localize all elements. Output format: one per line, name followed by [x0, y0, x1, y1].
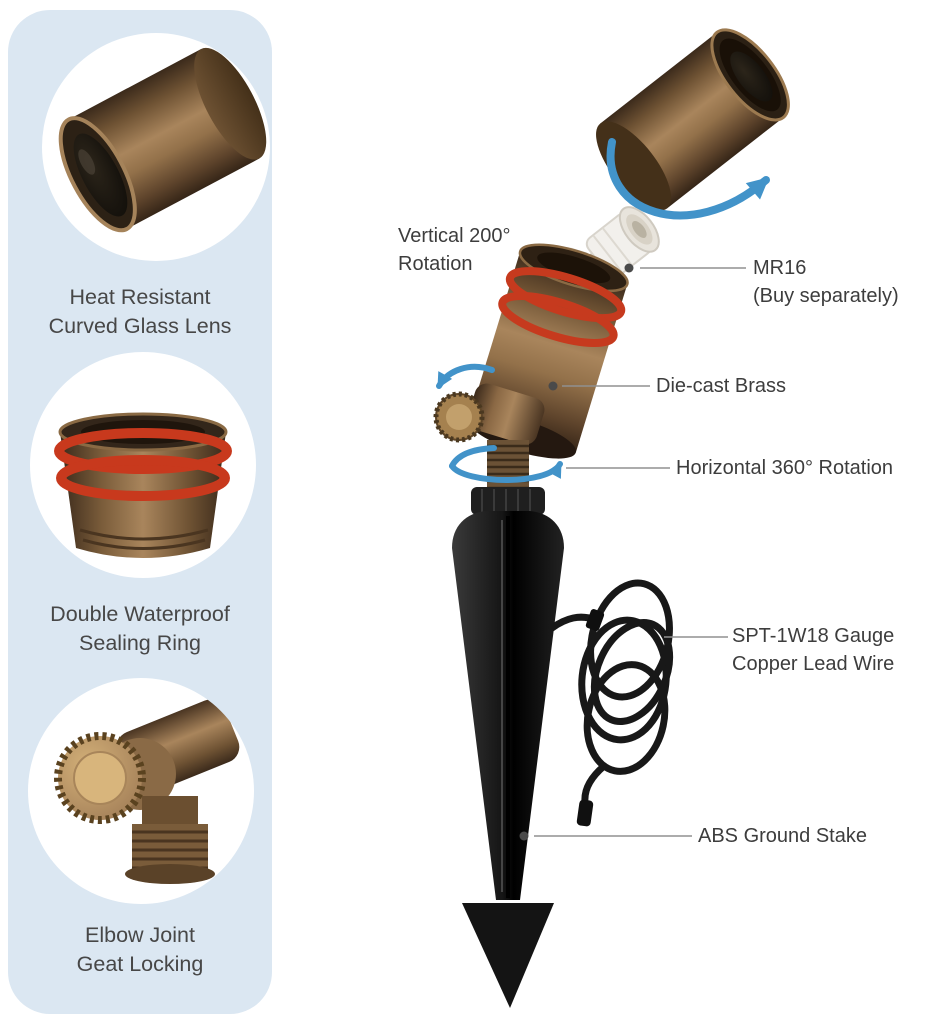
- feature-photo-sealing-ring: [30, 352, 256, 578]
- elbow-rotation-arrow: [436, 363, 495, 389]
- label-mr16-line1: MR16: [753, 257, 807, 279]
- leader-lines: [534, 267, 746, 837]
- vertical-rotation-arrow: [606, 138, 770, 220]
- caption-elbow-line2: Geat Locking: [76, 952, 204, 977]
- caption-sealing-ring: Double Waterproof Sealing Ring: [8, 600, 272, 658]
- caption-lens-line1: Heat Resistant: [69, 285, 211, 309]
- leader-dots: [519, 263, 634, 841]
- label-vertical-rotation-line2: Rotation: [398, 253, 473, 275]
- label-horizontal-rotation: Horizontal 360° Rotation: [676, 457, 894, 479]
- caption-sealing-line1: Double Waterproof: [50, 602, 230, 626]
- feature-photo-lens: [42, 33, 270, 261]
- caption-elbow-line1: Elbow Joint: [85, 923, 195, 947]
- label-vertical-rotation-line1: Vertical 200°: [398, 225, 511, 247]
- label-lead-wire-line1: SPT-1W18 Gauge: [732, 625, 895, 647]
- caption-lens-line2: Curved Glass Lens: [48, 314, 232, 339]
- label-ground-stake: ABS Ground Stake: [698, 825, 867, 847]
- horizontal-rotation-arrow: [449, 445, 563, 483]
- label-lead-wire-line2: Copper Lead Wire: [732, 653, 895, 675]
- feature-photo-elbow-joint: [28, 678, 254, 904]
- elbow-joint-art: [54, 699, 240, 884]
- label-mr16-line2: (Buy separately): [753, 285, 899, 307]
- label-vertical-rotation: Vertical 200° Rotation: [398, 222, 511, 278]
- label-mr16: MR16 (Buy separately): [753, 254, 899, 310]
- caption-elbow-joint: Elbow Joint Geat Locking: [8, 921, 272, 979]
- lead-wire-art: [548, 579, 674, 827]
- caption-sealing-line2: Sealing Ring: [79, 631, 201, 656]
- caption-lens: Heat Resistant Curved Glass Lens: [8, 283, 272, 341]
- elbow-knob-art: [433, 383, 545, 445]
- label-die-cast-brass: Die-cast Brass: [656, 375, 787, 397]
- lamp-head-art: [596, 28, 790, 211]
- ground-stake-art: [452, 487, 564, 1008]
- sealing-ring-art: [54, 412, 232, 558]
- lens-art: [58, 47, 267, 233]
- label-lead-wire: SPT-1W18 Gauge Copper Lead Wire: [732, 622, 894, 678]
